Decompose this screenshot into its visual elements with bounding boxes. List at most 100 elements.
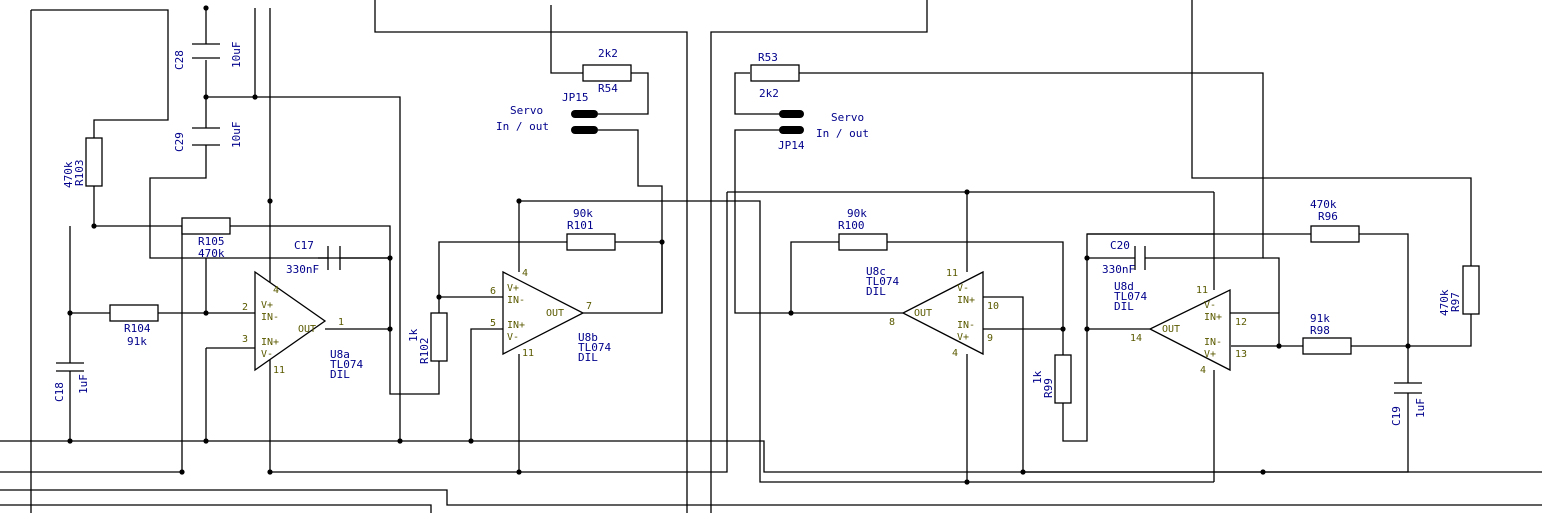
r101-value: 90k bbox=[573, 207, 593, 220]
u8d-label-inm: IN- bbox=[1204, 337, 1222, 348]
capacitor-c28-symbol bbox=[192, 43, 220, 59]
u8c-label-inm: IN- bbox=[957, 320, 975, 331]
u8a-label-inm: IN- bbox=[261, 312, 279, 323]
c28-value: 10uF bbox=[230, 42, 243, 69]
u8b-pin-7: 7 bbox=[586, 301, 592, 312]
u8c-pin-11: 11 bbox=[946, 268, 958, 279]
jp15-caption-2: In / out bbox=[496, 120, 549, 133]
u8b-label-vp: V+ bbox=[507, 283, 519, 294]
resistor-r100-body bbox=[838, 233, 888, 251]
r99-ref: R99 bbox=[1042, 378, 1055, 398]
c19-ref: C19 bbox=[1390, 406, 1403, 426]
jumper-jp15-pin1 bbox=[571, 110, 598, 118]
jumper-jp14-pin1 bbox=[779, 110, 804, 118]
capacitor-c18-symbol bbox=[56, 362, 84, 372]
r100-value: 90k bbox=[847, 207, 867, 220]
r54-value: 2k2 bbox=[598, 47, 618, 60]
resistor-r103-body bbox=[85, 137, 103, 187]
u8c-label-out: OUT bbox=[914, 308, 932, 319]
c20-ref: C20 bbox=[1110, 239, 1130, 252]
u8b-pin-11: 11 bbox=[522, 348, 534, 359]
u8c-ref: U8c bbox=[866, 265, 886, 278]
r103-ref: R103 bbox=[73, 160, 86, 187]
jp14-ref: JP14 bbox=[778, 139, 805, 152]
u8a-label-out: OUT bbox=[298, 324, 316, 335]
c17-value: 330nF bbox=[286, 263, 319, 276]
r98-value: 91k bbox=[1310, 312, 1330, 325]
r105-value: 470k bbox=[198, 247, 225, 260]
resistor-r98-body bbox=[1302, 337, 1352, 355]
c18-value: 1uF bbox=[77, 374, 90, 394]
u8a-label-inp: IN+ bbox=[261, 337, 279, 348]
c29-value: 10uF bbox=[230, 122, 243, 149]
capacitor-c29-symbol bbox=[192, 127, 220, 146]
u8d-pin-4: 4 bbox=[1200, 365, 1206, 376]
u8d-label-inp: IN+ bbox=[1204, 312, 1222, 323]
u8a-ref: U8a bbox=[330, 348, 350, 361]
r102-value: 1k bbox=[407, 328, 420, 342]
r104-ref: R104 bbox=[124, 322, 151, 335]
u8a-pin-2: 2 bbox=[242, 302, 248, 313]
c20-value: 330nF bbox=[1102, 263, 1135, 276]
c18-ref: C18 bbox=[53, 382, 66, 402]
opamp-u8a bbox=[254, 270, 327, 372]
u8d-pkg: DIL bbox=[1114, 300, 1134, 313]
u8d-pin-12: 12 bbox=[1235, 317, 1247, 328]
jp15-caption-1: Servo bbox=[510, 104, 543, 117]
r96-value: 470k bbox=[1310, 198, 1337, 211]
r96-ref: R96 bbox=[1318, 210, 1338, 223]
u8c-pin-9: 9 bbox=[987, 333, 993, 344]
u8b-ref: U8b bbox=[578, 331, 598, 344]
resistor-r102-body bbox=[430, 312, 448, 362]
u8a-pin-4: 4 bbox=[273, 285, 279, 296]
u8b-pkg: DIL bbox=[578, 351, 598, 364]
resistor-r97-body bbox=[1462, 265, 1480, 315]
c19-value: 1uF bbox=[1414, 398, 1427, 418]
u8b-pin-5: 5 bbox=[490, 318, 496, 329]
u8a-pin-3: 3 bbox=[242, 334, 248, 345]
capacitor-c17-symbol bbox=[327, 246, 341, 270]
u8b-label-inp: IN+ bbox=[507, 320, 525, 331]
resistor-r53-body bbox=[750, 64, 800, 82]
u8d-label-out: OUT bbox=[1162, 324, 1180, 335]
r97-ref: R97 bbox=[1449, 292, 1462, 312]
opamp-u8d bbox=[1148, 288, 1231, 372]
u8b-pin-4: 4 bbox=[522, 268, 528, 279]
u8d-label-vm: V- bbox=[1204, 300, 1216, 311]
u8c-label-vm: V- bbox=[957, 283, 969, 294]
u8d-label-vp: V+ bbox=[1204, 349, 1216, 360]
u8a-label-vp: V+ bbox=[261, 300, 273, 311]
u8b-part: TL074 bbox=[578, 341, 611, 354]
junction-dots bbox=[67, 5, 1411, 485]
u8b-pin-6: 6 bbox=[490, 286, 496, 297]
c28-ref: C28 bbox=[173, 50, 186, 70]
u8a-pkg: DIL bbox=[330, 368, 350, 381]
u8c-pkg: DIL bbox=[866, 285, 886, 298]
resistor-r54-body bbox=[582, 64, 632, 82]
capacitor-symbols bbox=[56, 43, 1422, 394]
r53-value: 2k2 bbox=[759, 87, 779, 100]
jp14-caption-2: In / out bbox=[816, 127, 869, 140]
u8c-pin-4: 4 bbox=[952, 348, 958, 359]
jumper-jp15-pin2 bbox=[571, 126, 598, 134]
u8c-pin-10: 10 bbox=[987, 301, 999, 312]
resistor-r99-body bbox=[1054, 354, 1072, 404]
u8c-label-vp: V+ bbox=[957, 332, 969, 343]
u8d-pin-11: 11 bbox=[1196, 285, 1208, 296]
u8c-pin-8: 8 bbox=[889, 317, 895, 328]
r103-value: 470k bbox=[62, 161, 75, 188]
resistor-r96-body bbox=[1310, 225, 1360, 243]
u8d-pin-13: 13 bbox=[1235, 349, 1247, 360]
resistor-r104-body bbox=[109, 304, 159, 322]
opamp-u8c bbox=[901, 270, 984, 356]
u8a-pin-11: 11 bbox=[273, 365, 285, 376]
u8b-label-out: OUT bbox=[546, 308, 564, 319]
r98-ref: R98 bbox=[1310, 324, 1330, 337]
u8b-label-vm: V- bbox=[507, 332, 519, 343]
u8d-pin-14: 14 bbox=[1130, 333, 1142, 344]
u8c-part: TL074 bbox=[866, 275, 899, 288]
u8d-ref: U8d bbox=[1114, 280, 1134, 293]
jumper-symbols bbox=[571, 110, 804, 134]
u8d-part: TL074 bbox=[1114, 290, 1147, 303]
